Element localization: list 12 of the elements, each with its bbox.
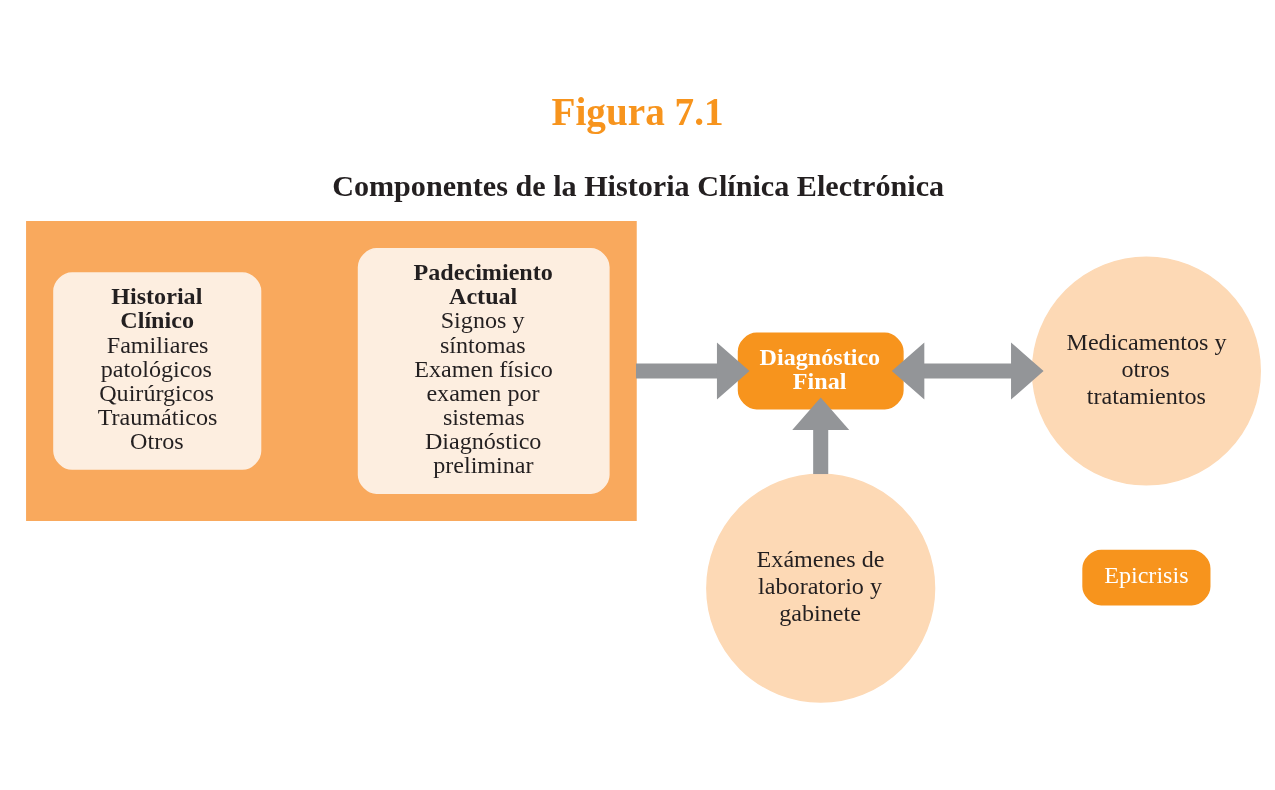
node-circle: Medicamentos y otros tratamientos <box>1031 255 1261 486</box>
node-circle: Exámenes de laboratorio y gabinete <box>706 473 936 703</box>
cluster <box>26 220 637 521</box>
node-box: Padecimiento Actual Signos y síntomas Examen físico examen por sistemas Diagnóstico preliminar <box>357 247 610 494</box>
node-box: Historial Clínico Familiares patológicos Quirúrgicos Traumáticos Otros <box>53 271 262 470</box>
arrow <box>636 342 750 399</box>
arrow <box>792 396 850 474</box>
node-box: Epicrisis <box>1082 549 1211 605</box>
diagram-title: Figura 7.1 <box>551 89 724 133</box>
arrow <box>891 342 1044 399</box>
label: Componentes de la Historia Clínica Electrónica <box>332 168 945 203</box>
node-box: Diagnóstico Final <box>737 332 904 409</box>
